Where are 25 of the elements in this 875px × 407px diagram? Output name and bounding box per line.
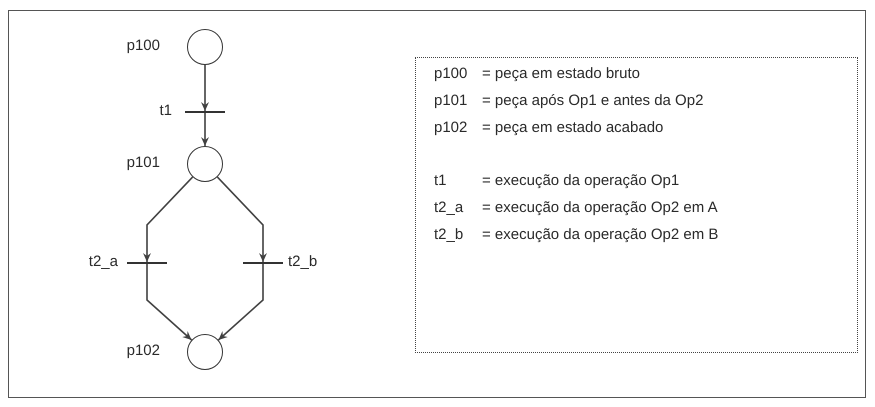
arc-arrow (201, 65, 209, 111)
symbol-term: p101 (434, 92, 468, 110)
node-label: t2_a (88, 253, 118, 271)
legend-box (415, 57, 858, 353)
symbol-term: t2_a (434, 199, 464, 217)
arc-arrow (146, 264, 192, 341)
arc-arrow (218, 264, 264, 341)
symbol-term: t1 (434, 172, 448, 190)
arc-arrow (143, 176, 194, 262)
symbol-term: p102 (434, 119, 468, 137)
definition-text: = peça após Op1 e antes da Op2 (482, 92, 704, 110)
definition-text: = execução da operação Op2 em A (482, 199, 718, 217)
definition-text: = peça em estado bruto (482, 65, 640, 83)
node-label: p101 (126, 154, 160, 172)
arc-arrow (216, 176, 267, 262)
symbol-term: p100 (434, 65, 468, 83)
symbol-term: t2_b (434, 226, 464, 244)
definition-text: = execução da operação Op1 (482, 172, 680, 190)
node-label: t1 (159, 102, 172, 120)
node-label: t2_b (288, 253, 318, 271)
node-label: p102 (126, 342, 160, 360)
definition-text: = execução da operação Op2 em B (482, 226, 718, 244)
definition-text: = peça em estado acabado (482, 119, 664, 137)
node-label: p100 (126, 37, 160, 55)
arc-arrow (201, 113, 209, 146)
